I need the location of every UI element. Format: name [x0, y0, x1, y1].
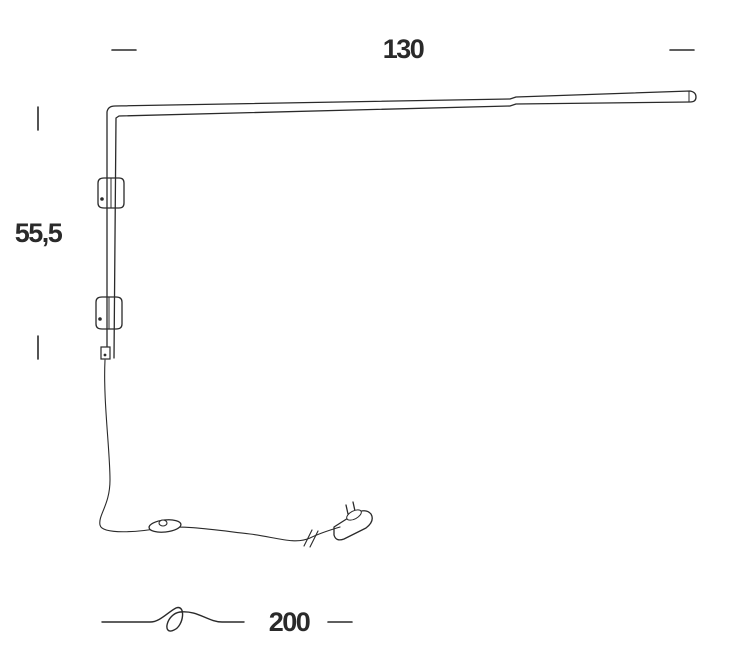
width-dimension: 130 — [111, 34, 695, 64]
power-plug — [333, 501, 373, 541]
lower-wall-bracket — [95, 296, 123, 330]
lamp-arm — [106, 90, 697, 359]
upper-bracket-screw-icon — [100, 197, 104, 201]
inline-switch — [148, 519, 182, 533]
cable-break-marks — [303, 529, 319, 548]
upper-bracket-body — [97, 177, 125, 209]
cable-end-cap-body — [100, 346, 111, 360]
power-plug-face — [346, 509, 362, 521]
upper-wall-bracket — [97, 177, 125, 209]
cable-length-dimension-label: 200 — [269, 607, 310, 637]
cable-break-mark-1 — [303, 529, 313, 547]
lower-bracket-body — [95, 296, 123, 330]
cable-end-cap — [100, 346, 111, 360]
lower-bracket-screw-icon — [98, 317, 102, 321]
height-dimension-label: 55,5 — [15, 218, 63, 248]
power-cable — [99, 359, 341, 542]
inline-switch-button-icon — [158, 519, 168, 527]
cable-end-cap-dot-icon — [103, 353, 107, 357]
height-dimension: 55,5 — [15, 106, 64, 360]
power-plug-pin-1-icon — [345, 504, 349, 515]
power-plug-pin-2-icon — [352, 501, 356, 512]
cable-length-dimension-left-line — [101, 606, 245, 632]
cable-length-dimension: 200 — [101, 606, 353, 637]
power-plug-body — [333, 510, 373, 541]
lamp-arm-outline — [106, 90, 697, 359]
width-dimension-label: 130 — [383, 34, 424, 64]
cable-break-mark-2 — [309, 530, 319, 548]
